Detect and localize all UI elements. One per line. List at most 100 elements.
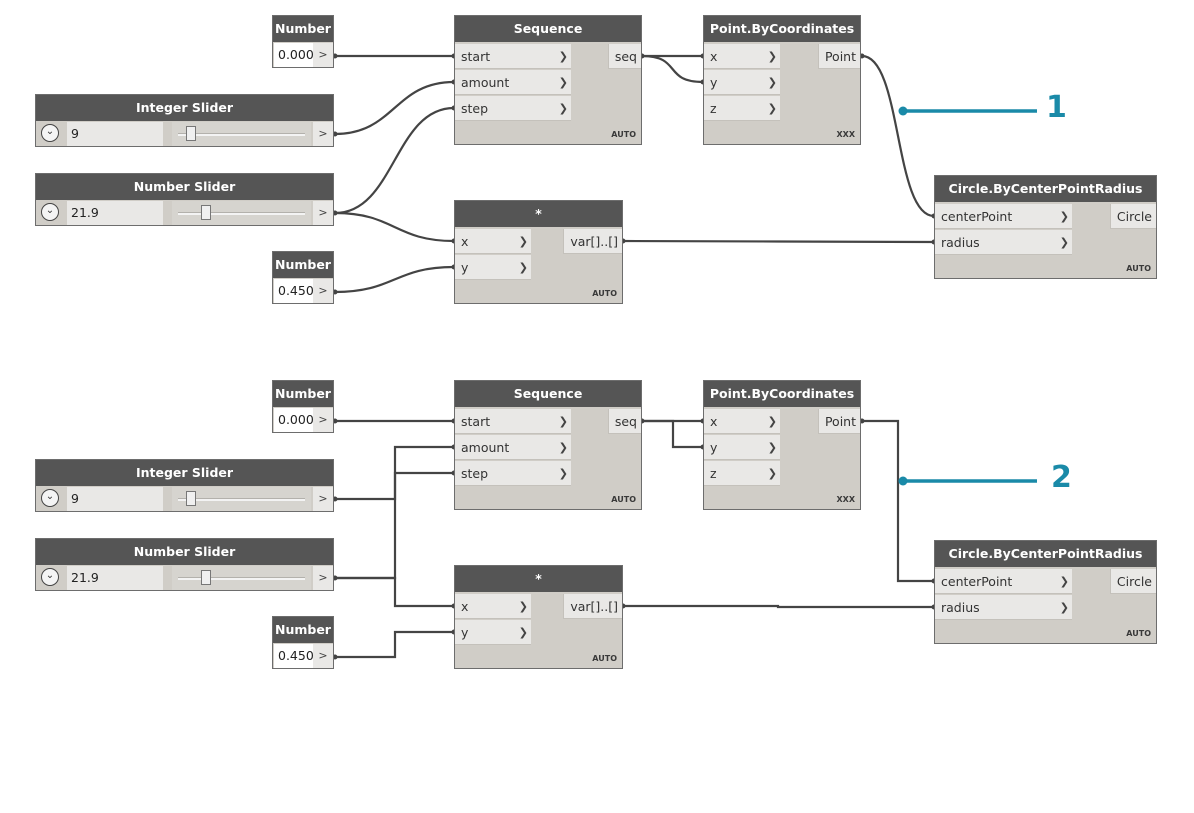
input-port-z[interactable]: z❯	[704, 461, 780, 486]
output-port-result[interactable]: var[]..[]	[563, 229, 622, 254]
input-port-x[interactable]: x❯	[455, 229, 531, 254]
node-title: Point.ByCoordinates	[704, 16, 860, 42]
output-port[interactable]: >	[313, 644, 333, 668]
slider-row: ⌄ 21.9	[37, 566, 311, 590]
number-value-field[interactable]: 0.000	[274, 408, 314, 432]
integer-slider-node[interactable]: Integer Slider ⌄ 9 >	[35, 459, 334, 512]
chevron-right-icon: ❯	[767, 467, 777, 480]
number-value-field[interactable]: 0.450	[274, 644, 314, 668]
slider-track[interactable]	[172, 122, 311, 146]
chevron-down-icon[interactable]: ⌄	[41, 124, 59, 142]
wire-point-to-centerpoint	[861, 54, 935, 218]
multiply-node[interactable]: * x❯ y❯ var[]..[] AUTO	[454, 200, 623, 304]
input-port-step[interactable]: step❯	[455, 461, 571, 486]
input-port-y[interactable]: y❯	[455, 620, 531, 645]
slider-value[interactable]: 21.9	[67, 201, 163, 225]
slider-thumb[interactable]	[185, 491, 196, 506]
input-port-y[interactable]: y❯	[455, 255, 531, 280]
input-port-radius[interactable]: radius❯	[935, 595, 1072, 620]
slider-track[interactable]	[172, 487, 311, 511]
chevron-right-icon: ❯	[1059, 210, 1069, 223]
input-port-start[interactable]: start ❯	[455, 44, 571, 69]
number-node-factor[interactable]: Number 0.450 >	[272, 616, 334, 669]
output-port-circle[interactable]: Circle	[1109, 204, 1156, 229]
input-port-amount[interactable]: amount❯	[455, 70, 571, 95]
point-by-coordinates-node[interactable]: Point.ByCoordinates x❯ y❯ z❯ Point XXX	[703, 380, 861, 510]
slider-value[interactable]: 9	[67, 487, 163, 511]
multiply-node[interactable]: * x❯ y❯ var[]..[] AUTO	[454, 565, 623, 669]
input-port-centerpoint[interactable]: centerPoint❯	[935, 204, 1072, 229]
chevron-right-icon: ❯	[767, 441, 777, 454]
output-port[interactable]: >	[313, 122, 333, 146]
port-label: y	[710, 75, 718, 90]
wire-slider-to-multiply-x	[335, 576, 454, 608]
input-port-y[interactable]: y❯	[704, 70, 780, 95]
input-port-step[interactable]: step❯	[455, 96, 571, 121]
port-label: step	[461, 101, 489, 116]
input-port-x[interactable]: x❯	[704, 409, 780, 434]
chevron-right-icon: ❯	[558, 76, 568, 89]
chevron-down-icon[interactable]: ⌄	[41, 203, 59, 221]
slider-thumb[interactable]	[200, 570, 211, 585]
sequence-node[interactable]: Sequence start❯ amount❯ step❯ seq AUTO	[454, 15, 642, 145]
node-title: Circle.ByCenterPointRadius	[935, 176, 1156, 202]
output-port-circle[interactable]: Circle	[1109, 569, 1156, 594]
integer-slider-node[interactable]: Integer Slider ⌄ 9 >	[35, 94, 334, 147]
output-port[interactable]: >	[313, 201, 333, 225]
node-title: Integer Slider	[36, 460, 333, 486]
node-title: Sequence	[455, 16, 641, 42]
output-port[interactable]: >	[313, 279, 333, 303]
sequence-node[interactable]: Sequence start❯ amount❯ step❯ seq AUTO	[454, 380, 642, 510]
number-value-field[interactable]: 0.000	[274, 43, 314, 67]
number-value-field[interactable]: 0.450	[274, 279, 314, 303]
circle-by-center-point-radius-node[interactable]: Circle.ByCenterPointRadius centerPoint❯ …	[934, 175, 1157, 279]
slider-thumb[interactable]	[200, 205, 211, 220]
lacing-label: AUTO	[611, 130, 636, 139]
chevron-right-icon: ❯	[1059, 575, 1069, 588]
output-port[interactable]: >	[313, 408, 333, 432]
output-port-result[interactable]: var[]..[]	[563, 594, 622, 619]
slider-value[interactable]: 21.9	[67, 566, 163, 590]
number-node-start[interactable]: Number 0.000 >	[272, 15, 334, 68]
output-port-point[interactable]: Point	[817, 44, 860, 69]
input-port-radius[interactable]: radius❯	[935, 230, 1072, 255]
input-port-start[interactable]: start❯	[455, 409, 571, 434]
lacing-label: AUTO	[611, 495, 636, 504]
output-port[interactable]: >	[313, 43, 333, 67]
slider-row: ⌄ 9	[37, 487, 311, 511]
circle-by-center-point-radius-node[interactable]: Circle.ByCenterPointRadius centerPoint❯ …	[934, 540, 1157, 644]
chevron-right-icon: ❯	[1059, 236, 1069, 249]
lacing-label: XXX	[836, 130, 855, 139]
slider-track[interactable]	[172, 201, 311, 225]
input-port-x[interactable]: x❯	[704, 44, 780, 69]
wire-slider-to-step	[335, 471, 454, 580]
callout-number-2: 2	[1051, 460, 1072, 495]
port-label: x	[710, 49, 718, 64]
output-port-seq[interactable]: seq	[607, 44, 641, 69]
number-node-factor[interactable]: Number 0.450 >	[272, 251, 334, 304]
chevron-right-icon: ❯	[558, 50, 568, 63]
slider-value[interactable]: 9	[67, 122, 163, 146]
input-port-centerpoint[interactable]: centerPoint❯	[935, 569, 1072, 594]
number-slider-node[interactable]: Number Slider ⌄ 21.9 >	[35, 173, 334, 226]
output-port-point[interactable]: Point	[817, 409, 860, 434]
output-port[interactable]: >	[313, 487, 333, 511]
chevron-down-icon[interactable]: ⌄	[41, 568, 59, 586]
chevron-right-icon: ❯	[518, 600, 528, 613]
callout-dot-1	[898, 106, 908, 116]
chevron-right-icon: ❯	[518, 235, 528, 248]
port-label: amount	[461, 440, 510, 455]
input-port-z[interactable]: z❯	[704, 96, 780, 121]
input-port-y[interactable]: y❯	[704, 435, 780, 460]
point-by-coordinates-node[interactable]: Point.ByCoordinates x❯ y❯ z❯ Point XXX	[703, 15, 861, 145]
slider-thumb[interactable]	[185, 126, 196, 141]
input-port-x[interactable]: x❯	[455, 594, 531, 619]
port-label: start	[461, 49, 491, 64]
chevron-down-icon[interactable]: ⌄	[41, 489, 59, 507]
number-node-start[interactable]: Number 0.000 >	[272, 380, 334, 433]
slider-track[interactable]	[172, 566, 311, 590]
number-slider-node[interactable]: Number Slider ⌄ 21.9 >	[35, 538, 334, 591]
output-port-seq[interactable]: seq	[607, 409, 641, 434]
input-port-amount[interactable]: amount❯	[455, 435, 571, 460]
output-port[interactable]: >	[313, 566, 333, 590]
